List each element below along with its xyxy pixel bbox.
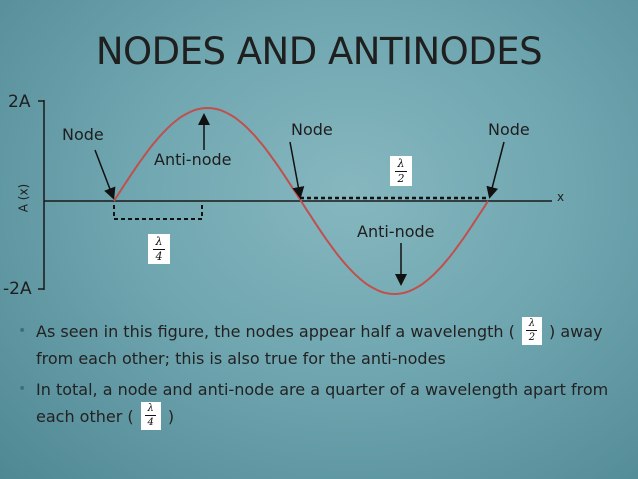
bullet-1-text-before: As seen in this figure, the nodes appear… [36, 322, 515, 341]
fraction-numerator: λ [155, 234, 163, 248]
node-1-arrow [94, 149, 116, 200]
fraction-bar [145, 415, 157, 416]
bullet-dot-icon: • [18, 323, 27, 339]
node-3-arrow [486, 141, 505, 199]
bullet-item-2: • In total, a node and anti-node are a q… [14, 376, 634, 430]
bullet-dot-icon: • [18, 381, 27, 397]
half-wavelength-fraction: λ 2 [390, 156, 412, 186]
node-label-1: Node [62, 125, 104, 144]
quarter-wavelength-bracket [113, 205, 203, 220]
wave-curve [113, 106, 489, 296]
x-axis-label: x [557, 190, 565, 204]
fraction-numerator: λ [528, 318, 536, 329]
bullet-2-fraction: λ 4 [140, 401, 161, 430]
bullet-2-text-after: ) [167, 407, 175, 426]
bullet-2-text-before: In total, a node and anti-node are a qua… [36, 380, 609, 426]
node-label-3: Node [488, 120, 530, 139]
bullet-1-fraction: λ 2 [521, 316, 542, 345]
fraction-denominator: 4 [147, 417, 154, 428]
bullet-list: • As seen in this figure, the nodes appe… [14, 316, 634, 434]
y-axis-label: A (x) [16, 183, 31, 213]
antinode-label-2: Anti-node [357, 222, 435, 241]
fraction-denominator: 2 [397, 171, 405, 185]
page-title: NODES AND ANTINODES [95, 30, 543, 73]
node-label-2: Node [291, 120, 333, 139]
fraction-bar [526, 330, 538, 331]
bullet-1-text-after: ) away from each other; this is also tru… [36, 322, 603, 368]
fraction-numerator: λ [147, 403, 154, 414]
quarter-wavelength-fraction: λ 4 [148, 234, 170, 264]
y-top-label: 2A [8, 92, 31, 112]
bullet-item-1: • As seen in this figure, the nodes appe… [14, 316, 634, 372]
antinode-label-1: Anti-node [154, 150, 232, 169]
fraction-bar [395, 170, 407, 172]
fraction-bar [153, 248, 165, 250]
node-2-arrow [289, 141, 305, 199]
fraction-denominator: 2 [528, 332, 536, 343]
y-bottom-label: -2A [3, 279, 32, 299]
fraction-denominator: 4 [155, 249, 163, 263]
fraction-numerator: λ [397, 156, 405, 170]
